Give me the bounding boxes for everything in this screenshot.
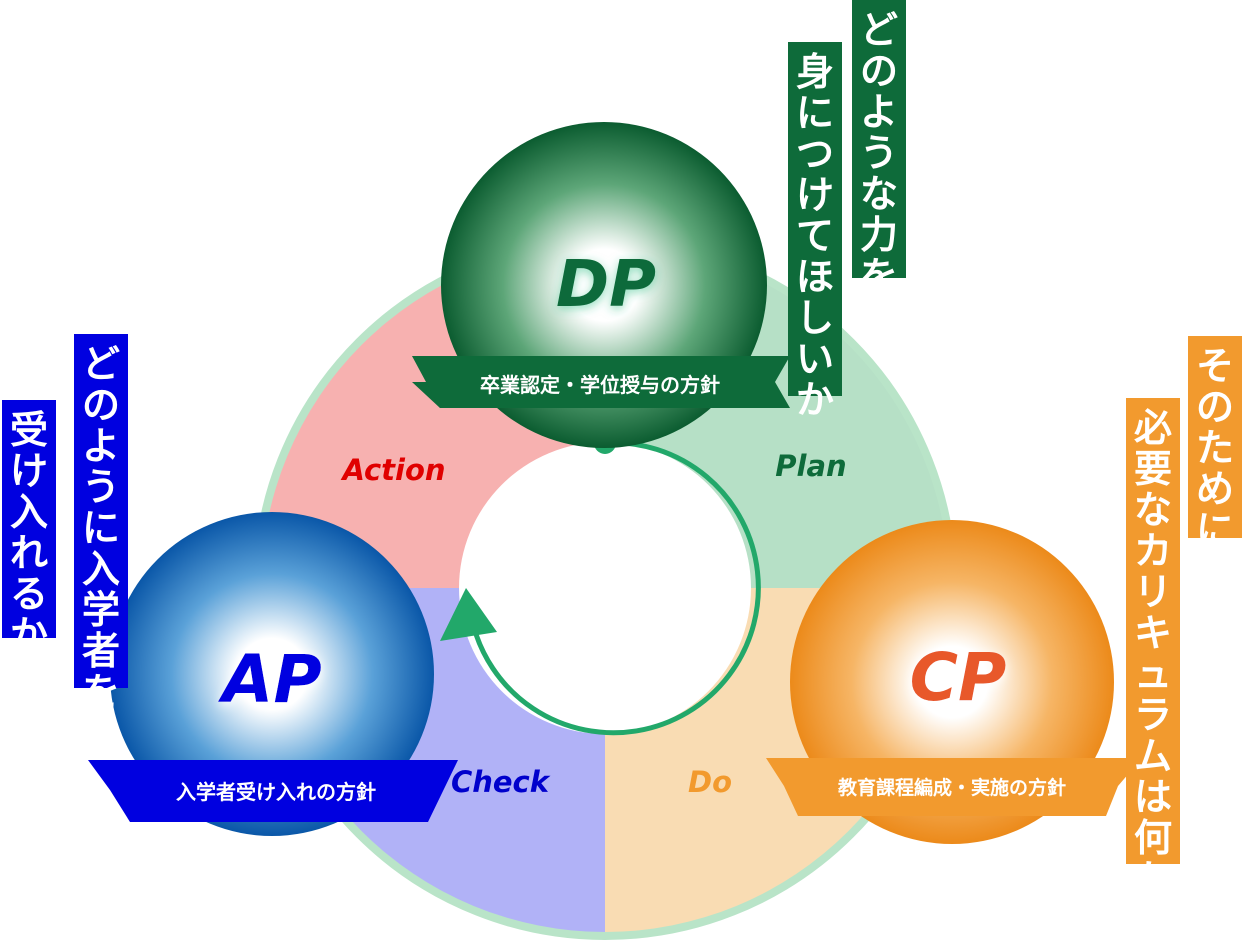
vertical-char: て <box>795 214 834 258</box>
vertical-char: し <box>795 296 834 340</box>
vertical-char: 身 <box>795 50 834 94</box>
vertical-char: け <box>9 449 48 493</box>
vertical-char: れ <box>9 531 48 575</box>
vertical-char: に <box>795 91 834 135</box>
ap-question-col-1: どのように入学者を <box>74 334 128 713</box>
ap-question-col-2: 受け入れるか <box>2 400 56 656</box>
dp-banner-body <box>412 356 790 408</box>
vertical-char: め <box>1195 467 1234 511</box>
vertical-char: 力 <box>859 213 898 257</box>
vertical-char: 学 <box>81 588 120 632</box>
vertical-char: リ <box>1133 570 1172 614</box>
vertical-char: う <box>81 465 120 509</box>
vertical-char: ム <box>1133 734 1172 778</box>
vertical-char: 要 <box>1133 447 1172 491</box>
vertical-char: よ <box>81 424 120 468</box>
vertical-char: 必 <box>1133 406 1172 450</box>
vertical-char: を <box>81 670 120 714</box>
vertical-char: の <box>1195 385 1234 429</box>
vertical-char: の <box>859 49 898 93</box>
cycle-arrow <box>469 440 761 736</box>
vertical-char: に <box>81 506 120 550</box>
vertical-char: カ <box>1133 529 1172 573</box>
cp-question-col-2: 必要なカリキュラムは何か <box>1126 398 1180 900</box>
dp-label: DP <box>556 248 656 322</box>
vertical-char: か <box>1133 857 1172 901</box>
vertical-char: ほ <box>795 255 834 299</box>
vertical-char: う <box>859 131 898 175</box>
vertical-char: 者 <box>81 629 120 673</box>
ap-label: AP <box>217 641 321 718</box>
vertical-char: い <box>795 337 834 381</box>
vertical-char: な <box>1133 488 1172 532</box>
vertical-char: 受 <box>9 408 48 452</box>
vertical-char: た <box>1195 426 1234 470</box>
vertical-char: ど <box>859 8 898 52</box>
label-action: Action <box>340 453 445 487</box>
ap-banner <box>88 760 458 822</box>
vertical-char: キ <box>1133 611 1172 655</box>
vertical-char: る <box>9 572 48 616</box>
label-check: Check <box>451 765 551 799</box>
vertical-char: か <box>9 613 48 657</box>
ap-banner-text: 入学者受け入れの方針 <box>176 780 376 804</box>
vertical-char: け <box>795 173 834 217</box>
vertical-char: つ <box>795 132 834 176</box>
cp-question-col-1: そのために <box>1188 336 1242 551</box>
vertical-char: 入 <box>9 490 48 534</box>
vertical-char: か <box>795 378 834 422</box>
vertical-char: よ <box>859 90 898 134</box>
dp-question-col-2: 身につけてほしいか <box>788 42 842 421</box>
vertical-char: の <box>81 383 120 427</box>
cycle-arrowhead <box>440 588 497 641</box>
dp-banner-text: 卒業認定・学位授与の方針 <box>480 373 720 397</box>
label-plan: Plan <box>775 449 846 483</box>
vertical-char: を <box>859 254 898 298</box>
vertical-char: ど <box>81 342 120 386</box>
vertical-char: な <box>859 172 898 216</box>
vertical-char: 入 <box>81 547 120 591</box>
dp-question-col-1: どのような力を <box>852 0 906 297</box>
inner-disk <box>459 442 751 734</box>
vertical-char: は <box>1133 775 1172 819</box>
ap-circle <box>110 512 434 836</box>
vertical-char: ラ <box>1133 693 1172 737</box>
cp-banner-text: 教育課程編成・実施の方針 <box>838 776 1066 799</box>
vertical-char: に <box>1195 508 1234 552</box>
label-do: Do <box>688 765 732 799</box>
cp-banner <box>766 758 1142 816</box>
vertical-char: 何 <box>1133 816 1172 860</box>
cp-label: CP <box>910 639 1007 716</box>
vertical-char: ュ <box>1133 652 1172 696</box>
vertical-char: そ <box>1195 344 1234 388</box>
